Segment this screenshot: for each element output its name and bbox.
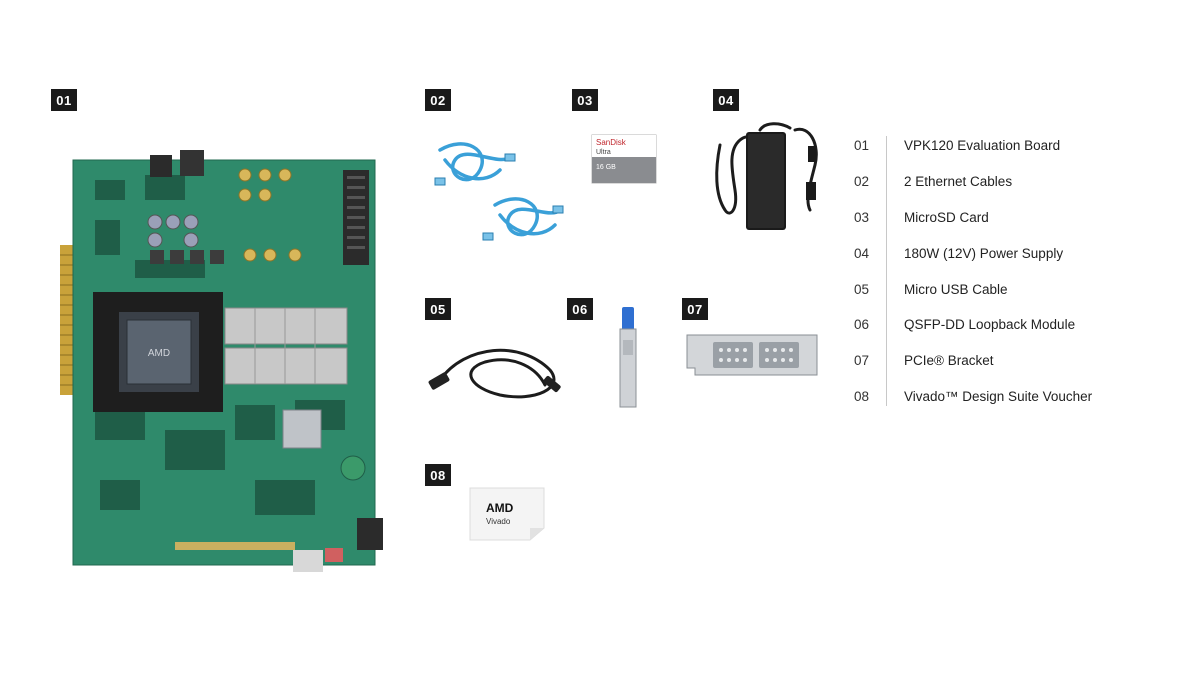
sd-capacity-text: 16 GB — [596, 164, 616, 171]
microsd-card-image: SanDisk Ultra 16 GB — [591, 134, 657, 184]
legend-item: 02 2 Ethernet Cables — [854, 164, 1154, 200]
legend-item: 08 Vivado™ Design Suite Voucher — [854, 379, 1154, 415]
legend-item: 04 180W (12V) Power Supply — [854, 235, 1154, 271]
power-supply-image — [715, 122, 818, 230]
legend-number: 06 — [854, 317, 870, 333]
legend-number: 04 — [854, 245, 870, 261]
legend-label: Micro USB Cable — [904, 281, 1008, 297]
legend-label: VPK120 Evaluation Board — [904, 138, 1061, 154]
legend-number: 01 — [854, 138, 870, 154]
ethernet-cables-image — [434, 142, 564, 241]
badge-07: 07 — [682, 298, 708, 320]
legend-number: 03 — [854, 209, 870, 225]
voucher-amd-logo: AMD — [486, 501, 514, 515]
badge-06: 06 — [567, 298, 593, 320]
legend-item: 06 QSFP-DD Loopback Module — [854, 307, 1154, 343]
micro-usb-cable-image — [428, 348, 561, 399]
legend-label: Vivado™ Design Suite Voucher — [904, 388, 1093, 404]
legend-number: 08 — [854, 388, 870, 404]
legend-item: 03 MicroSD Card — [854, 200, 1154, 236]
badge-01: 01 — [51, 89, 77, 111]
legend-label: PCIe® Bracket — [904, 353, 994, 369]
qsfp-loopback-module-image — [619, 307, 637, 408]
legend-item: 05 Micro USB Cable — [854, 271, 1154, 307]
evaluation-board-image: AMD — [60, 150, 383, 572]
contents-legend: 01 VPK120 Evaluation Board 02 2 Ethernet… — [854, 128, 1154, 414]
badge-05: 05 — [425, 298, 451, 320]
legend-item: 07 PCIe® Bracket — [854, 343, 1154, 379]
vivado-voucher-image: AMD Vivado — [469, 487, 545, 541]
badge-02: 02 — [425, 89, 451, 111]
badge-03: 03 — [572, 89, 598, 111]
pcie-bracket-image — [686, 334, 818, 376]
legend-number: 05 — [854, 281, 870, 297]
badge-04: 04 — [713, 89, 739, 111]
voucher-product-text: Vivado — [486, 517, 511, 526]
legend-label: 180W (12V) Power Supply — [904, 245, 1064, 261]
legend-item: 01 VPK120 Evaluation Board — [854, 128, 1154, 164]
legend-number: 02 — [854, 174, 870, 190]
legend-label: QSFP-DD Loopback Module — [904, 317, 1076, 333]
legend-label: MicroSD Card — [904, 209, 989, 225]
chip-logo-text: AMD — [148, 348, 170, 359]
sd-brand-text: SanDisk — [596, 138, 627, 147]
legend-label: 2 Ethernet Cables — [904, 174, 1013, 190]
sd-line-text: Ultra — [596, 149, 611, 156]
badge-08: 08 — [425, 464, 451, 486]
legend-divider — [886, 136, 887, 406]
legend-number: 07 — [854, 353, 870, 369]
